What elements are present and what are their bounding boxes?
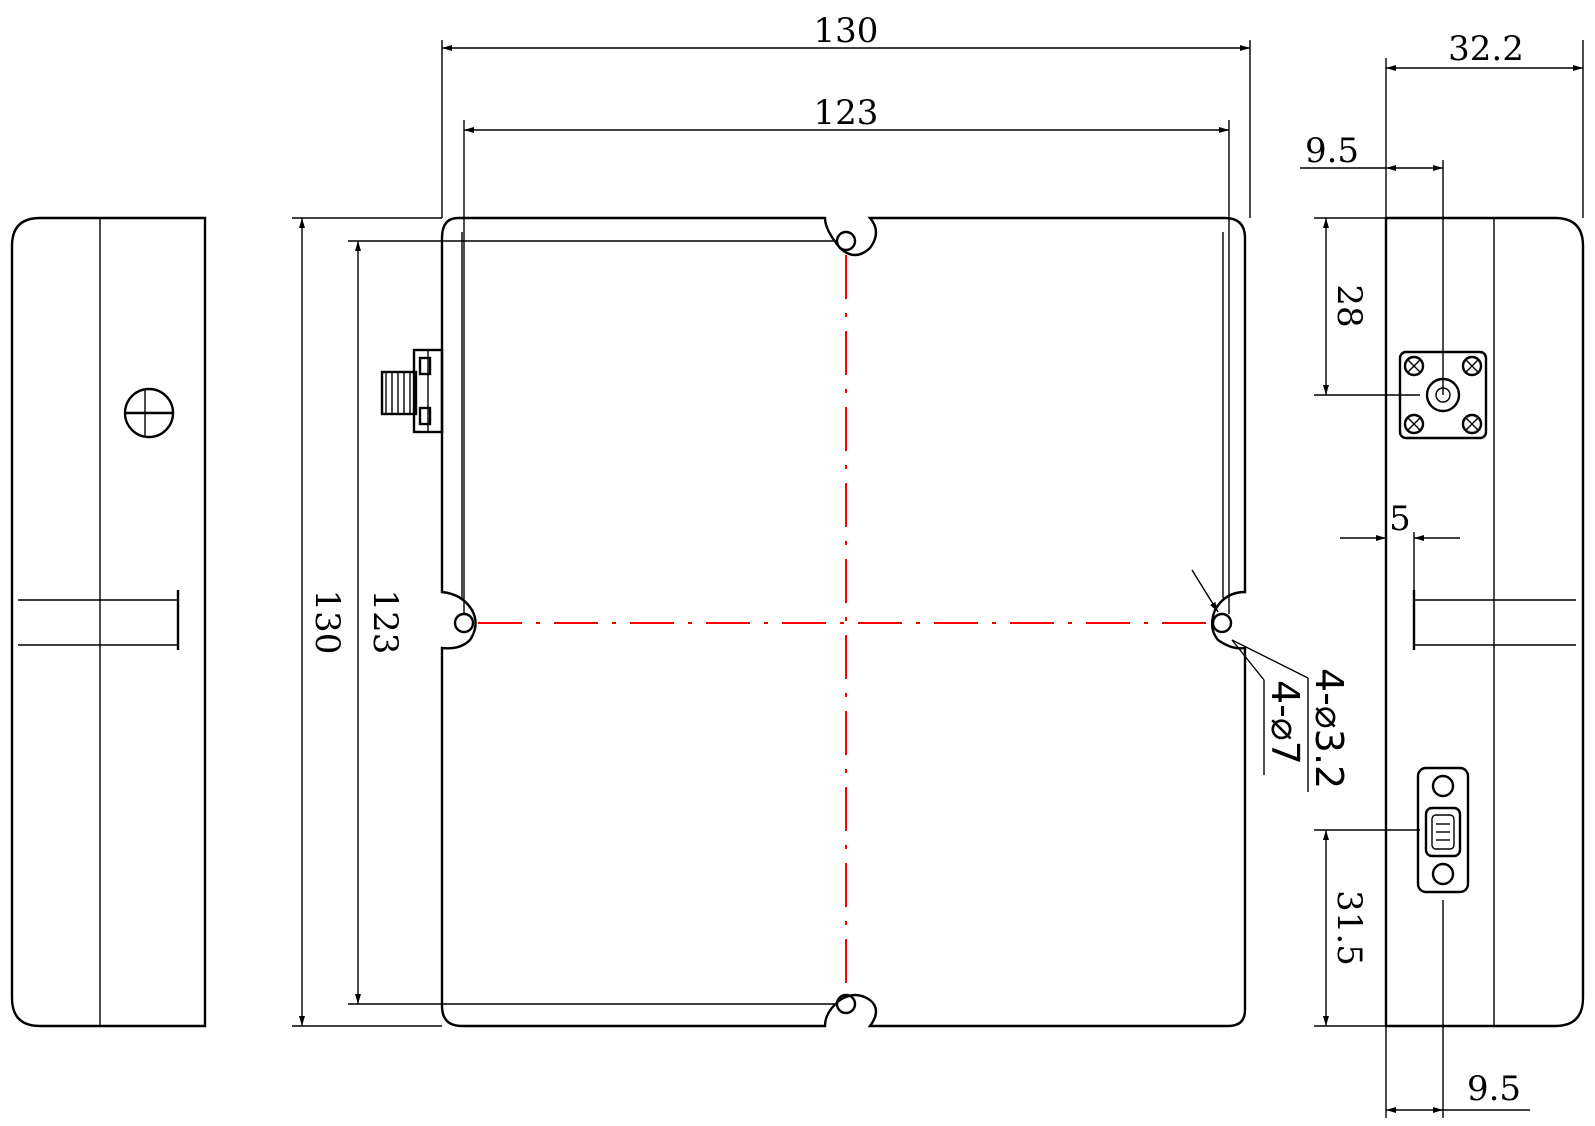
sma-connector-icon xyxy=(380,348,444,434)
side-dimensions: 32.2 9.5 28 5 31.5 9.5 xyxy=(1300,29,1584,1118)
dim-db9-offset-y: 31.5 xyxy=(1329,890,1369,966)
dim-sma-offset-x: 9.5 xyxy=(1305,131,1359,171)
dim-width-holes: 123 xyxy=(814,93,879,133)
dim-db9-offset-x: 9.5 xyxy=(1467,1069,1521,1109)
dim-depth: 32.2 xyxy=(1448,29,1524,69)
dim-width-outer: 130 xyxy=(814,11,879,51)
dim-sma-offset-y: 28 xyxy=(1329,284,1369,327)
dim-height-outer: 130 xyxy=(307,590,347,655)
right-side-view xyxy=(1384,216,1585,1028)
left-side-view xyxy=(10,216,207,1028)
dim-height-holes: 123 xyxy=(365,590,405,655)
hole-callout-small: 4-⌀3.2 xyxy=(1307,668,1351,789)
db9-connector-icon xyxy=(1416,766,1470,894)
screw-icon xyxy=(123,387,175,439)
front-dimensions: 130 123 130 123 4-⌀3.2 4-⌀7 xyxy=(292,11,1351,1027)
hole-callout-large: 4-⌀7 xyxy=(1263,680,1307,765)
dim-slot-offset: 5 xyxy=(1389,499,1411,539)
front-view xyxy=(380,216,1247,1028)
